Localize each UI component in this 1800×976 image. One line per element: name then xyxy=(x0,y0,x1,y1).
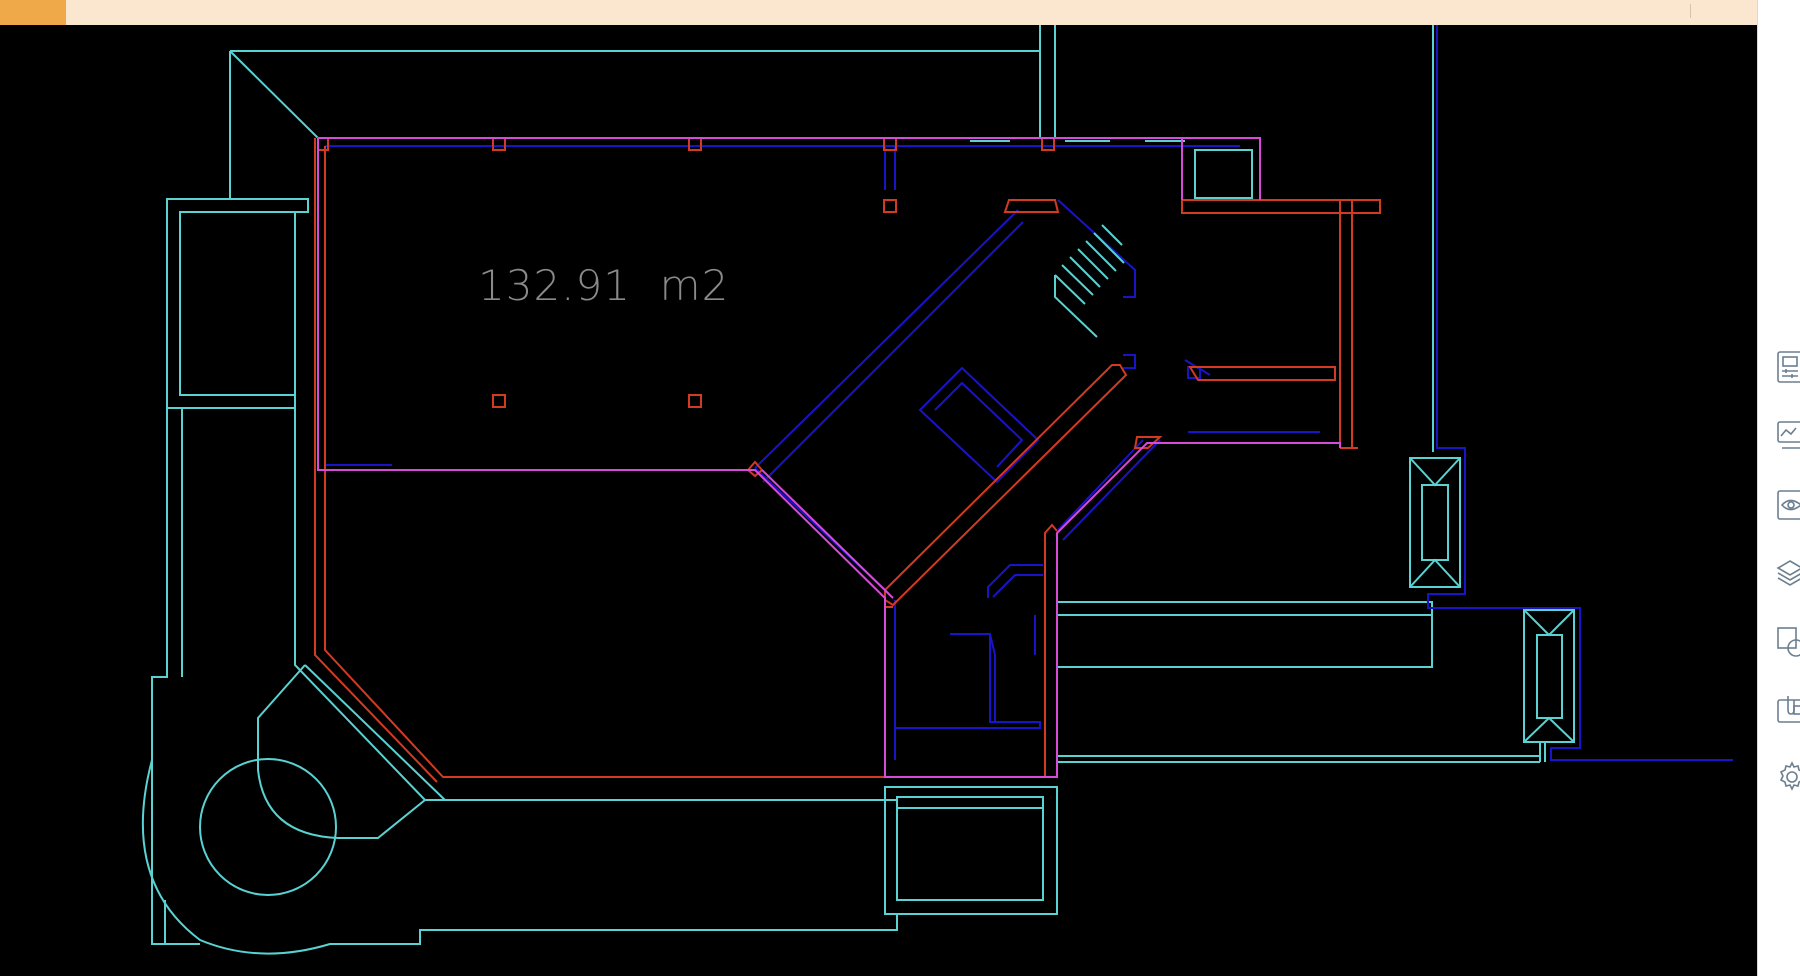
cyan-layer xyxy=(141,25,1575,955)
floor-plan xyxy=(141,25,1733,955)
right-tool-panel xyxy=(1757,0,1800,976)
red-layer xyxy=(314,137,1381,783)
settings-icon[interactable] xyxy=(1774,756,1800,796)
visibility-icon[interactable] xyxy=(1774,484,1800,524)
shapes-icon[interactable] xyxy=(1774,620,1800,660)
magenta-layer xyxy=(317,137,1341,778)
blue-layer xyxy=(325,25,1733,761)
attachments-icon[interactable] xyxy=(1774,688,1800,728)
chart-icon[interactable] xyxy=(1774,414,1800,454)
toolbar-divider xyxy=(1690,4,1691,18)
properties-icon[interactable] xyxy=(1774,346,1800,386)
layers-icon[interactable] xyxy=(1774,552,1800,592)
stair-hatch xyxy=(1054,224,1125,338)
app-menu-button[interactable] xyxy=(0,0,66,25)
drawing-canvas[interactable]: 132.91 m2 xyxy=(0,25,1757,976)
room-area-label: 132.91 m2 xyxy=(478,261,730,310)
